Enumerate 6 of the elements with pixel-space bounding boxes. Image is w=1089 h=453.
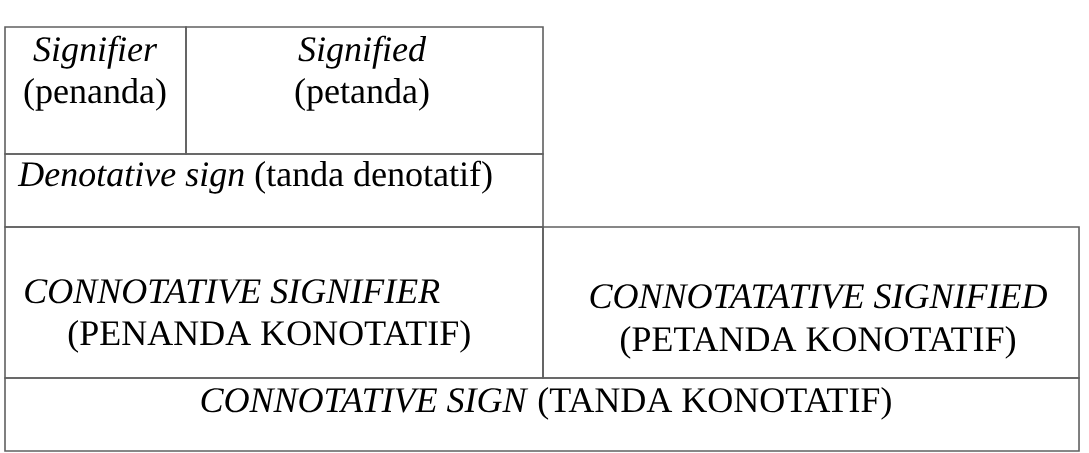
table-cell: CONNOTATIVE SIGNIFIER (PENANDA KONOTATIF) xyxy=(4,226,544,379)
table-cell: CONNOTATIVE SIGN (TANDA KONOTATIF) xyxy=(4,377,1080,452)
table-cell: Signified (petanda) xyxy=(185,26,544,155)
table-cell: CONNOTATATIVE SIGNIFIED (PETANDA KONOTATIF) xyxy=(542,226,1080,379)
table-cell: Denotative sign (tanda denotatif) xyxy=(4,153,544,228)
table-cell: Signifier (penanda) xyxy=(4,26,187,155)
